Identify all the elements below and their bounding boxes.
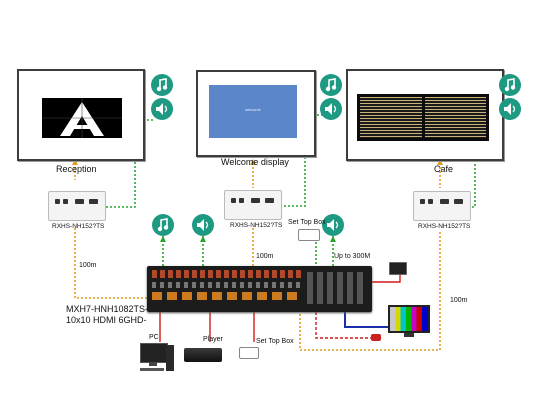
orange-line-left [74,228,150,299]
model-line-2: 10x10 HDMI 6GHD- [66,315,147,325]
matrix-output-block [307,272,367,304]
welcome-display-label: Welcome display [221,157,289,167]
distance-left: 100m [79,262,97,269]
ir-icon [371,334,381,341]
music-note-icon [320,74,342,96]
set-top-box-bottom-label: Set Top Box [256,338,294,345]
red-line-ir [315,312,372,339]
music-note-icon [152,214,174,236]
blue-line-monitor [344,312,388,328]
set-top-box-top-label: Set Top Box [288,219,326,226]
set-top-box-icon [239,347,259,359]
receiver-welcome-label: RXHS-NH152?TS [230,222,283,229]
speaker-icon [192,214,214,236]
receiver-cafe [413,191,471,221]
speaker-icon [322,214,344,236]
distance-right: 100m [450,297,468,304]
speaker-icon [499,98,521,120]
speaker-icon [320,98,342,120]
receiver-cafe-label: RXHS-NH152?TS [418,223,471,230]
pc-icon [140,343,174,373]
player-icon [184,348,222,362]
matrix-port-row-mid [152,282,302,288]
menu-board-left [360,97,422,138]
reception-label: Reception [56,164,97,174]
cafe-display-content [357,94,489,141]
monitor-stand [404,333,414,337]
cafe-label: Cafe [434,164,454,174]
receiver-welcome [224,190,282,220]
orange-line-right [299,232,441,351]
logo-a-icon [42,98,122,138]
welcome-screen-text: welcome [245,107,261,112]
reception-display-content [42,98,122,138]
reception-screen [17,69,145,161]
speaker-icon [151,98,173,120]
tv-icon [388,305,430,333]
pc-label: PC [149,334,159,341]
receiver-reception [48,191,106,221]
up-to-label: Up to 300M [334,253,371,260]
menu-board-right [425,97,486,138]
matrix-port-row-top [152,270,302,278]
cafe-screen [346,69,504,161]
matrix-hdmi-row [152,292,302,300]
music-note-icon [151,74,173,96]
matrix-switcher [147,266,372,312]
player-label: Player [203,336,223,343]
welcome-display-content: welcome [209,85,297,138]
tablet-icon [389,262,407,275]
welcome-screen: welcome [196,70,316,157]
music-note-icon [499,74,521,96]
distance-mid: 100m [256,253,274,260]
green-line-reception [102,119,155,208]
set-top-box-icon [298,229,320,241]
model-line-1: MXH7-HNH1082TS- [66,304,149,314]
test-pattern [390,307,428,331]
receiver-reception-label: RXHS-NH152?TS [52,223,105,230]
